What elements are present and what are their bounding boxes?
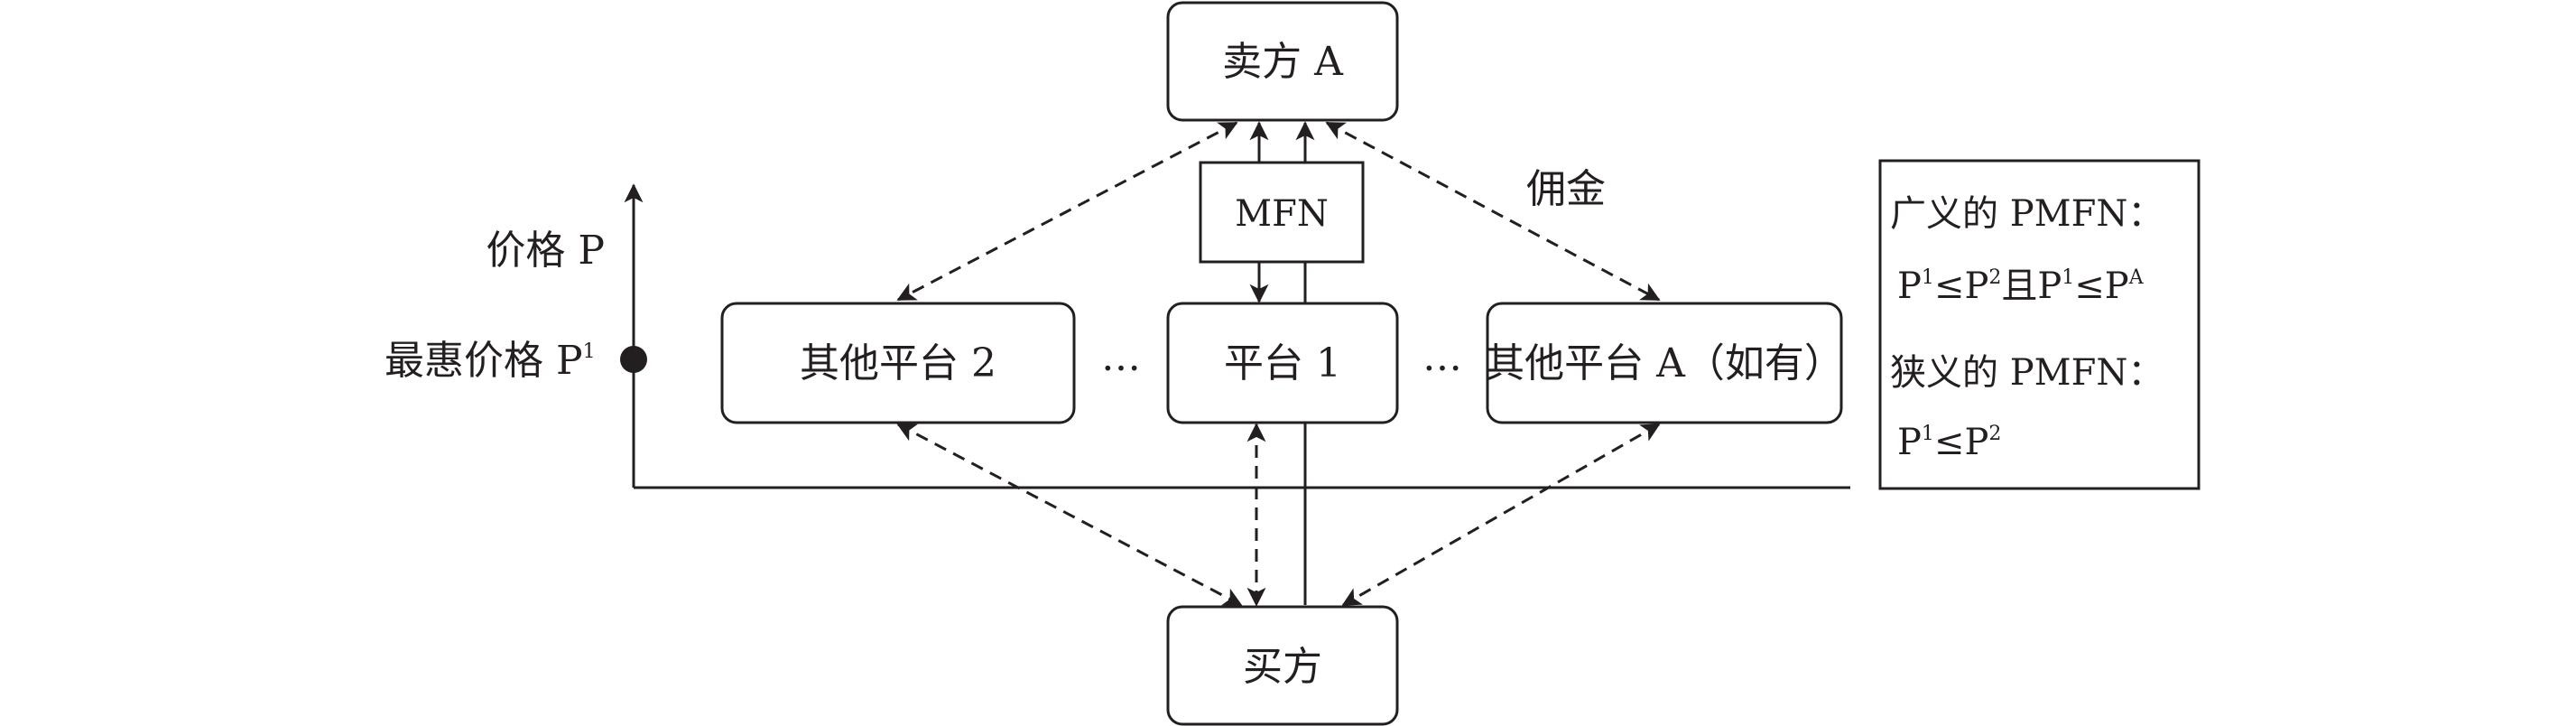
other-platform-a-buyer-link (1341, 423, 1661, 607)
broad-p1b-sup: 1 (2062, 266, 2074, 289)
other-platform-2-node: 其他平台 2 (720, 302, 1076, 424)
platform-1-label: 平台 1 (1224, 340, 1341, 386)
broad-le-1: ≤ (1934, 265, 1965, 307)
narrow-p2: P (1964, 422, 1988, 463)
buyer-node: 买方 (1166, 605, 1399, 726)
narrow-p1: P (1897, 422, 1922, 463)
mfn-connector: MFN (1199, 121, 1365, 605)
broad-p2: P (1964, 265, 1988, 307)
other-platform-a-node: 其他平台 A（如有） (1485, 302, 1844, 424)
other-platform-a-box (1486, 302, 1843, 424)
mfn-price-superscript: 1 (583, 340, 596, 363)
narrow-p2-sup: 2 (1988, 423, 2001, 445)
legend-box (1878, 159, 2201, 490)
broad-p1: P (1897, 265, 1922, 307)
legend-broad-title: 广义的 PMFN： (1890, 193, 2164, 235)
commission-label: 佣金 (1526, 166, 1606, 212)
mfn-box (1199, 161, 1365, 264)
broad-le-2: ≤ (2074, 265, 2105, 307)
seller-node: 卖方 A (1166, 1, 1399, 122)
seller-label: 卖方 A (1222, 39, 1344, 85)
pmfn-legend: 广义的 PMFN： P1≤P2且P1≤PA 狭义的 PMFN： P1≤P2 (1878, 159, 2201, 490)
price-axis-label: 价格 P (486, 228, 605, 274)
ellipsis-right: … (1422, 334, 1462, 380)
broad-p1b: P (2037, 265, 2062, 307)
broad-and: 且 (2001, 265, 2037, 307)
narrow-p1-sup: 1 (1922, 423, 1934, 445)
broad-p2-sup: 2 (1988, 266, 2001, 289)
broad-pa: P (2105, 265, 2129, 307)
seller-box (1166, 1, 1399, 122)
price-axis: 价格 P 最惠价格 P1 (385, 183, 1850, 489)
mfn-label: MFN (1235, 193, 1329, 235)
other-platform-a-label: 其他平台 A（如有） (1485, 340, 1844, 386)
other-platform-2-buyer-link (896, 423, 1243, 607)
other-platform-2-box (720, 302, 1076, 424)
other-platform-2-label: 其他平台 2 (800, 340, 996, 386)
mfn-price-text: 最惠价格 P (385, 338, 583, 384)
seller-other-platform-a-link (1325, 121, 1661, 302)
legend-narrow-formula: P1≤P2 (1897, 422, 2001, 463)
legend-narrow-title: 狭义的 PMFN： (1890, 352, 2164, 394)
platform-buyer-links (896, 423, 1661, 607)
mfn-price-dot (620, 346, 647, 373)
platform-1-box (1166, 302, 1399, 424)
broad-pa-sup: A (2128, 266, 2145, 289)
platform-1-node: 平台 1 (1166, 302, 1399, 424)
seller-platform-links (896, 121, 1661, 302)
narrow-le: ≤ (1934, 422, 1965, 463)
seller-other-platform-2-link (896, 121, 1238, 302)
buyer-label: 买方 (1243, 644, 1322, 690)
mfn-price-label: 最惠价格 P1 (385, 338, 596, 384)
ellipsis-left: … (1101, 334, 1141, 380)
buyer-box (1166, 605, 1399, 726)
legend-broad-formula: P1≤P2且P1≤PA (1897, 265, 2145, 307)
broad-p1-sup: 1 (1922, 266, 1934, 289)
